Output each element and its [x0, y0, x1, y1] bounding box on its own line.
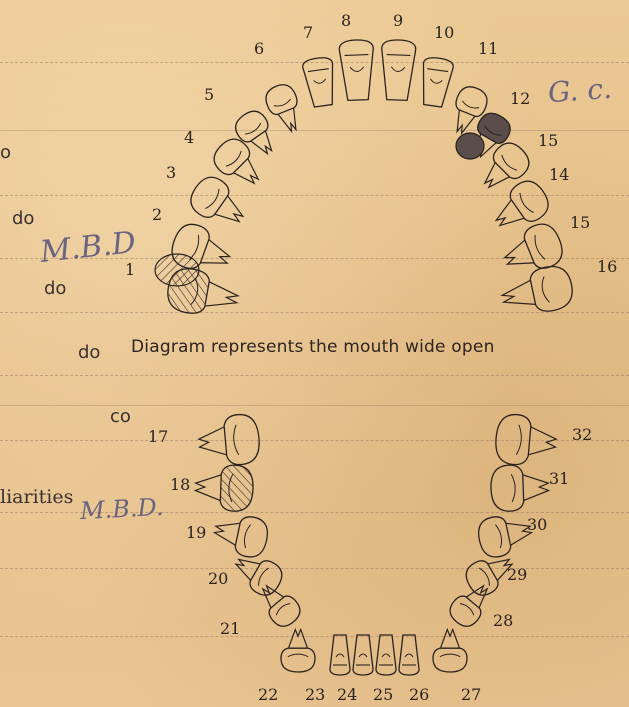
upper-tooth-number-13: 15: [538, 131, 558, 150]
lower-tooth-number-32: 32: [572, 425, 592, 444]
upper-tooth-decay-mark: [456, 133, 484, 159]
upper-tooth-9: [380, 39, 416, 100]
upper-tooth-number-11: 11: [478, 39, 498, 58]
lower-tooth-26: [399, 635, 419, 675]
upper-tooth-number-3: 3: [166, 163, 176, 182]
upper-tooth-number-9: 9: [393, 11, 403, 30]
lower-tooth-number-19: 19: [186, 523, 206, 542]
lower-arch: [195, 413, 558, 675]
lower-tooth-18: [195, 464, 254, 512]
upper-tooth-16: [498, 263, 576, 321]
upper-tooth-number-2: 2: [152, 205, 162, 224]
lower-tooth-27: [433, 630, 467, 673]
lower-tooth-32: [494, 413, 558, 468]
upper-tooth-14: [486, 175, 554, 239]
lower-tooth-number-24: 24: [337, 685, 357, 704]
lower-tooth-number-26: 26: [409, 685, 429, 704]
upper-tooth-number-7: 7: [303, 23, 313, 42]
lower-tooth-number-29: 29: [507, 565, 527, 584]
lower-tooth-number-17: 17: [148, 427, 168, 446]
upper-tooth-8: [339, 39, 375, 100]
upper-tooth-number-1: 1: [125, 260, 135, 279]
lower-tooth-21: [253, 578, 305, 632]
lower-tooth-number-27: 27: [461, 685, 481, 704]
upper-tooth-number-4: 4: [184, 128, 194, 147]
lower-tooth-number-21: 21: [220, 619, 240, 638]
lower-tooth-number-18: 18: [170, 475, 190, 494]
upper-tooth-number-6: 6: [254, 39, 264, 58]
upper-tooth-number-14: 14: [549, 165, 569, 184]
upper-tooth-6: [262, 81, 308, 136]
upper-tooth-7: [302, 56, 338, 108]
lower-tooth-22: [281, 630, 315, 673]
lower-tooth-23: [330, 635, 350, 675]
upper-tooth-4: [208, 133, 269, 194]
lower-tooth-24: [353, 635, 373, 675]
upper-tooth-number-15: 15: [570, 213, 590, 232]
lower-tooth-19: [211, 510, 271, 560]
upper-tooth-number-10: 10: [434, 23, 454, 42]
lower-tooth-number-20: 20: [208, 569, 228, 588]
upper-tooth-hatch-mark: [155, 254, 199, 286]
lower-tooth-25: [376, 635, 396, 675]
upper-tooth-10: [418, 56, 454, 108]
lower-tooth-number-25: 25: [373, 685, 393, 704]
upper-tooth-number-16: 16: [597, 257, 617, 276]
lower-tooth-number-23: 23: [305, 685, 325, 704]
lower-tooth-number-31: 31: [549, 469, 569, 488]
upper-tooth-number-8: 8: [341, 11, 351, 30]
lower-tooth-17: [197, 413, 261, 468]
upper-tooth-number-5: 5: [204, 85, 214, 104]
upper-tooth-15: [498, 219, 568, 281]
lower-tooth-31: [490, 464, 549, 512]
lower-tooth-number-30: 30: [527, 515, 547, 534]
lower-tooth-number-22: 22: [258, 685, 278, 704]
upper-arch: [155, 39, 576, 321]
upper-tooth-number-12: 12: [510, 89, 530, 108]
upper-tooth-3: [185, 171, 253, 235]
lower-tooth-number-28: 28: [493, 611, 513, 630]
